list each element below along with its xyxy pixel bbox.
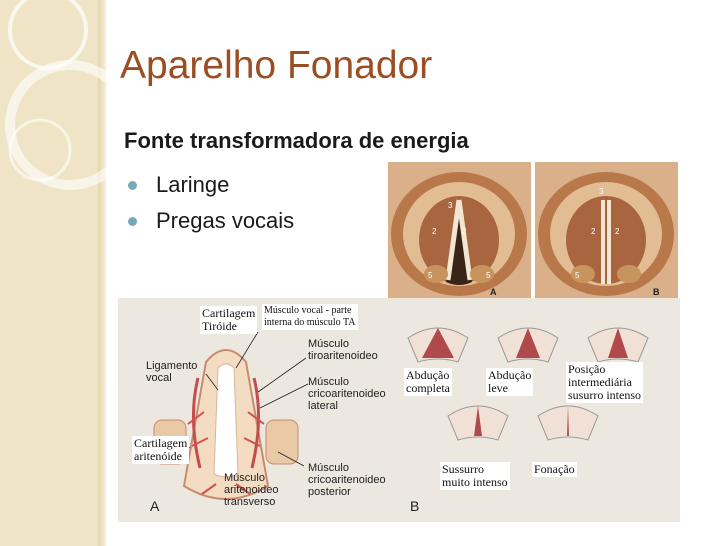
photo-label-a: A [490, 287, 497, 297]
vocal-fold-figure: Cartilagem Tiróide Músculo vocal - parte… [118, 298, 680, 522]
bullet-dot-icon [128, 181, 137, 190]
figure-letter-a: A [150, 498, 160, 514]
bullet-dot-icon [128, 217, 137, 226]
larynx-photo-a: 3 2 2 5 5 A [388, 162, 531, 298]
slide-subtitle: Fonte transformadora de energia [124, 128, 469, 153]
label-cartilagem-aritenoide: Cartilagem aritenóide [132, 436, 190, 464]
svg-text:3: 3 [599, 187, 604, 196]
label-aritenoideo-transverso: Músculo aritenoideo transverso [224, 472, 279, 508]
label-abducao-completa: Abdução completa [404, 368, 452, 396]
label-musculo-vocal: Músculo vocal - parte interna do músculo… [262, 304, 358, 330]
label-sussurro: Sussurro muito intenso [440, 462, 510, 490]
svg-text:5: 5 [575, 271, 580, 280]
svg-text:5: 5 [486, 271, 491, 280]
label-ligamento-vocal: Ligamento vocal [146, 360, 198, 384]
svg-text:2: 2 [591, 227, 596, 236]
label-posicao-intermediaria: Posição intermediária susurro intenso [566, 362, 643, 403]
glottis-shapes [407, 327, 649, 441]
photo-label-b: B [653, 287, 660, 297]
band-shadow [98, 0, 106, 546]
label-fonacao: Fonação [532, 462, 577, 477]
bullet-text: Laringe [156, 172, 230, 197]
svg-text:3: 3 [448, 201, 453, 210]
svg-text:2: 2 [462, 227, 467, 236]
svg-text:2: 2 [615, 227, 620, 236]
decorative-circles [5, 0, 110, 190]
bullet-text: Pregas vocais [156, 208, 295, 233]
label-cartilagem-tiroide: Cartilagem Tiróide [200, 306, 258, 334]
label-cricoaritenoideo-lateral: Músculo cricoaritenoideo lateral [308, 376, 386, 412]
label-tiroaritenoideo: Músculo tiroaritenoideo [308, 338, 378, 362]
slide-title: Aparelho Fonador [120, 44, 433, 87]
svg-text:2: 2 [432, 227, 437, 236]
label-cricoaritenoideo-posterior: Músculo cricoaritenoideo posterior [308, 462, 386, 498]
larynx-photo-b: 3 2 2 5 B [535, 162, 678, 298]
figure-letter-b: B [410, 498, 420, 514]
svg-text:5: 5 [428, 271, 433, 280]
label-abducao-leve: Abdução leve [486, 368, 534, 396]
